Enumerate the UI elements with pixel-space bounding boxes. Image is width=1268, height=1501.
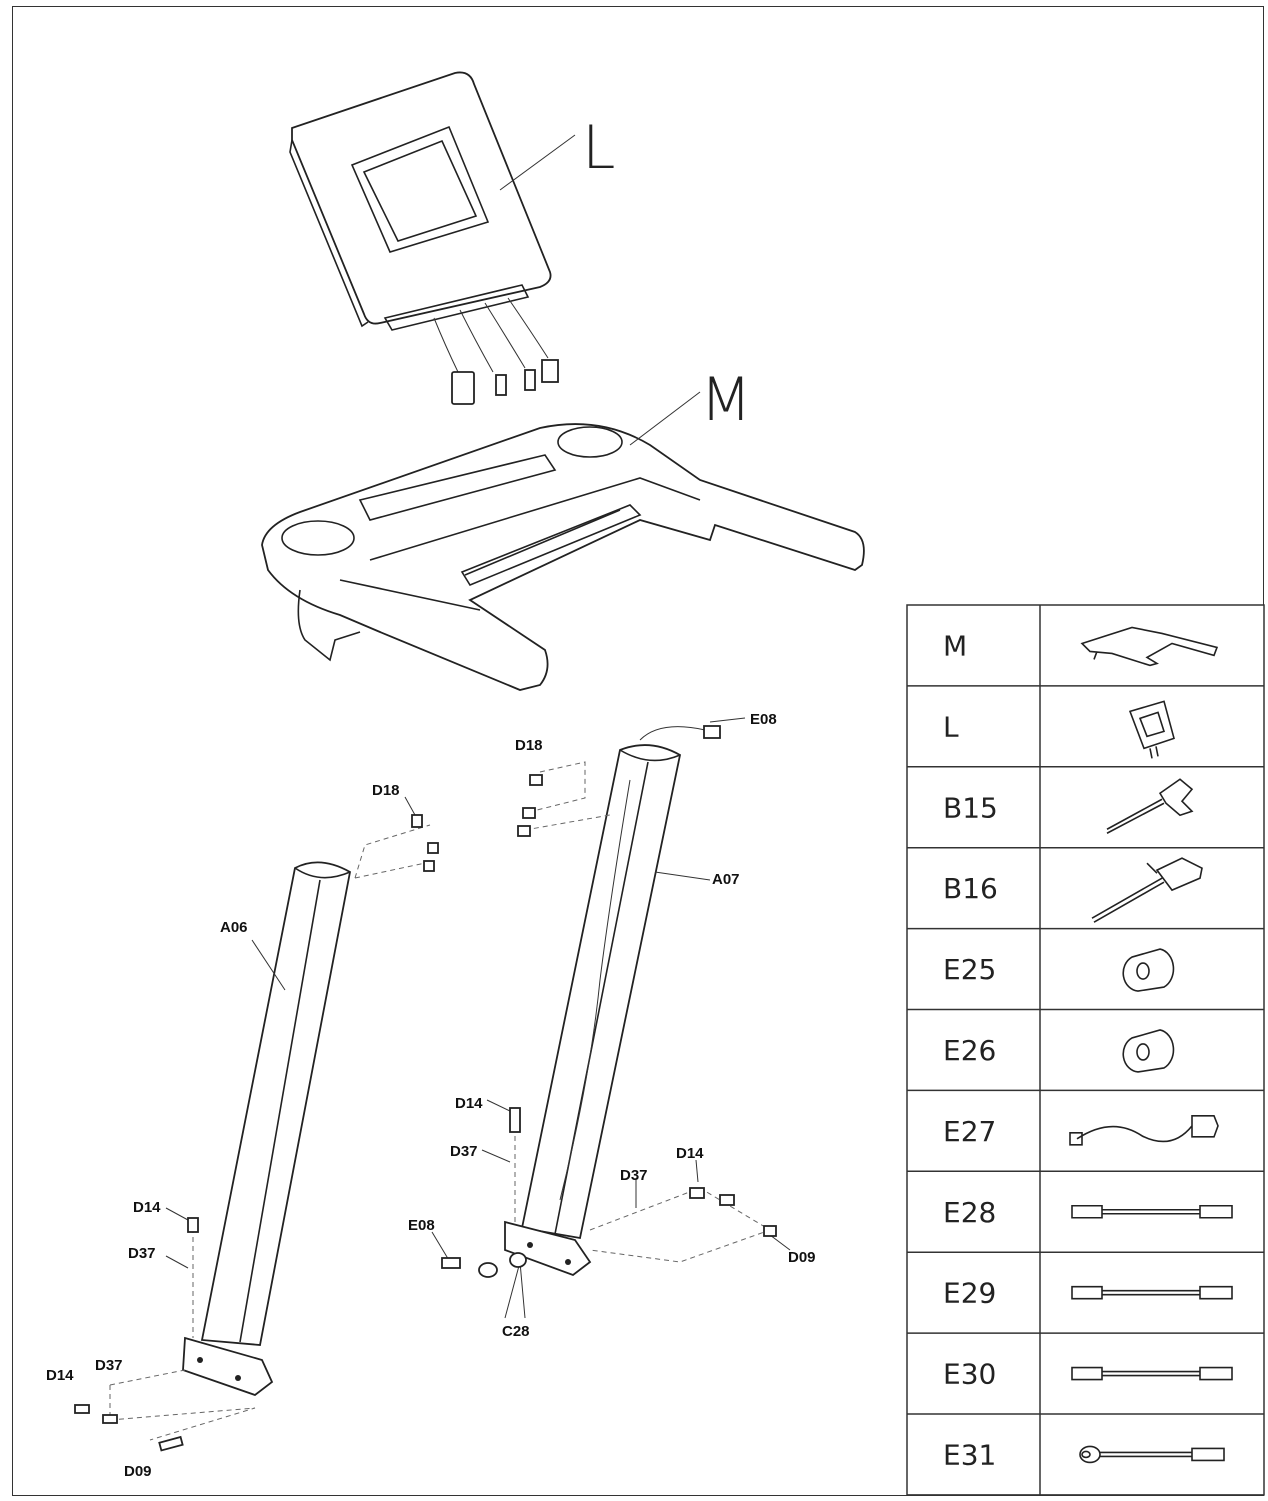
part-code-7: E28 (943, 1196, 996, 1229)
callout-D37-left-lower: D37 (95, 1357, 123, 1374)
right-upright-part (431, 717, 791, 1319)
callout-D14-right-lower: D14 (676, 1145, 704, 1162)
connector-cable-icon (1071, 1366, 1233, 1381)
part-code-4: E25 (943, 953, 996, 986)
console-display-part (289, 71, 576, 405)
console-display-icon (1128, 700, 1175, 759)
callout-M: M (700, 365, 752, 435)
ferrite-ring-icon (1122, 948, 1175, 992)
part-code-0: M (943, 629, 967, 662)
allen-key-icon (1091, 857, 1203, 923)
power-cord-icon (1069, 1115, 1219, 1146)
callout-A06: A06 (220, 919, 248, 936)
console-frame-icon (1080, 626, 1219, 667)
connector-cable-icon (1071, 1204, 1233, 1219)
connector-cable-icon (1071, 1285, 1233, 1300)
part-code-10: E31 (943, 1438, 996, 1471)
console-frame-part (261, 391, 865, 691)
part-code-2: B15 (943, 791, 998, 824)
callout-D18-right: D18 (515, 737, 543, 754)
callout-D37-right-lower: D37 (620, 1167, 648, 1184)
callout-E08-bottom: E08 (408, 1217, 435, 1234)
part-code-1: L (943, 710, 959, 743)
ferrite-ring-icon (1122, 1029, 1175, 1073)
callout-D14-left-upper: D14 (133, 1199, 161, 1216)
left-upright-part (74, 796, 439, 1452)
callout-D09-right: D09 (788, 1249, 816, 1266)
callout-D09-left: D09 (124, 1463, 152, 1480)
callout-L: L (582, 113, 615, 183)
part-code-9: E30 (943, 1358, 996, 1391)
callout-A07: A07 (712, 871, 740, 888)
callout-D18-left: D18 (372, 782, 400, 799)
callout-D37-left-upper: D37 (128, 1245, 156, 1262)
ground-cable-icon (1079, 1445, 1225, 1464)
part-code-3: B16 (943, 872, 998, 905)
part-code-8: E29 (943, 1277, 996, 1310)
callout-D14-left-lower: D14 (46, 1367, 74, 1384)
callout-C28: C28 (502, 1323, 530, 1340)
callout-E08-top: E08 (750, 711, 777, 728)
callout-D37-right-upper: D37 (450, 1143, 478, 1160)
part-code-5: E26 (943, 1034, 996, 1067)
part-code-6: E27 (943, 1115, 996, 1148)
callout-D14-right-upper: D14 (455, 1095, 483, 1112)
wrench-tool-icon (1106, 778, 1194, 834)
